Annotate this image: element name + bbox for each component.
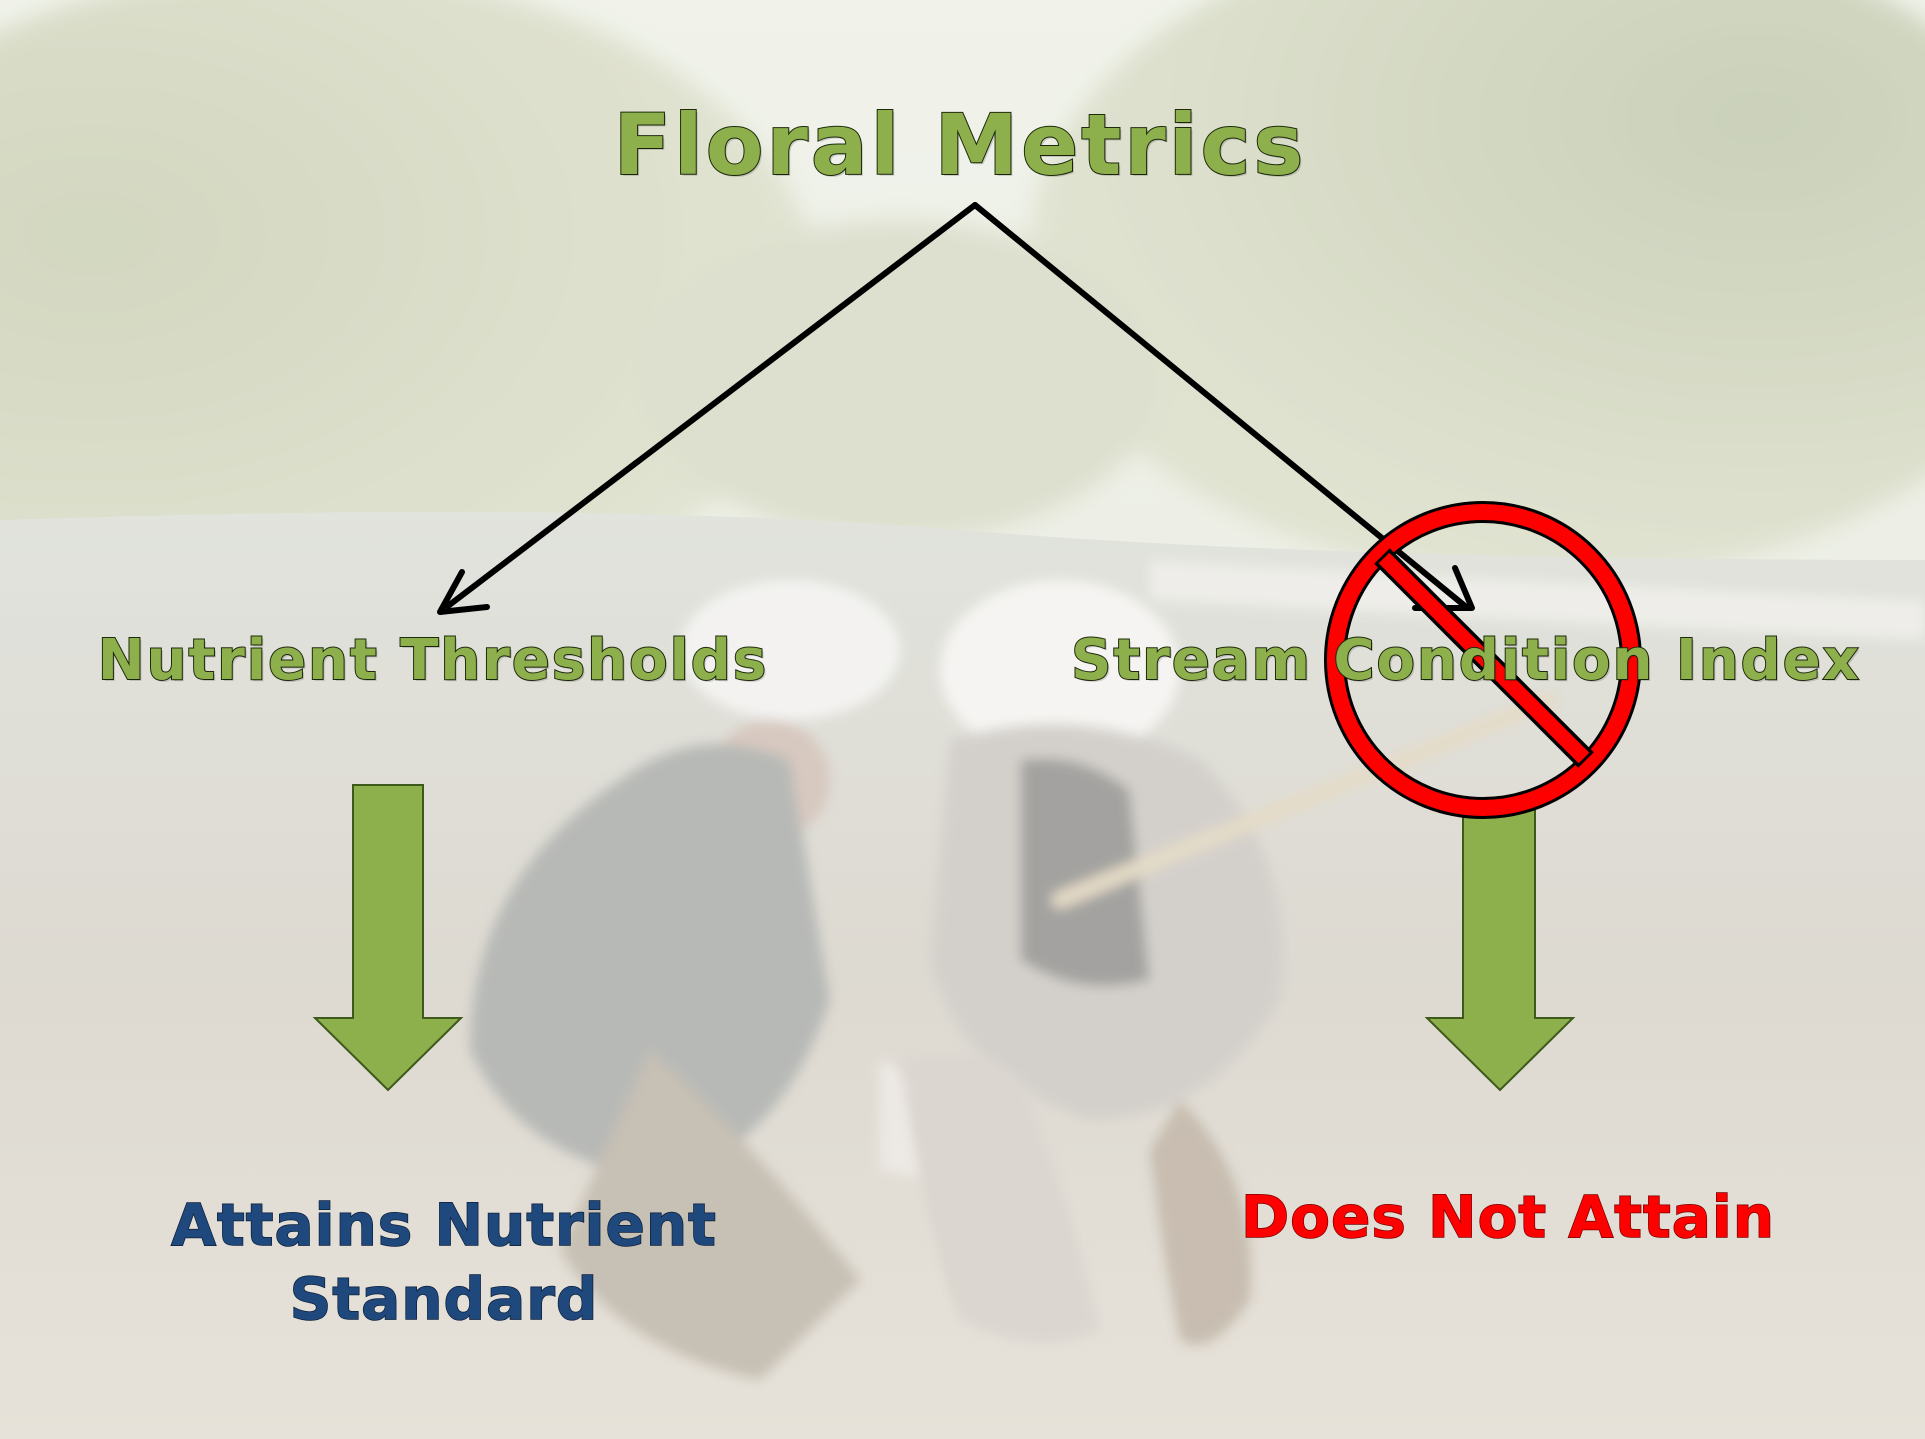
outcome-attains-line2: Standard — [289, 1264, 599, 1334]
net-bag — [900, 1055, 1100, 1343]
outcome-attains: Attains Nutrient Standard — [170, 1188, 717, 1336]
diagram-title: Floral Metrics — [613, 96, 1307, 194]
outcome-does-not-attain: Does Not Attain — [1240, 1183, 1775, 1251]
outcome-attains-line1: Attains Nutrient — [170, 1190, 717, 1260]
node-stream-condition-index: Stream Condition Index — [1070, 628, 1861, 693]
node-nutrient-thresholds: Nutrient Thresholds — [97, 628, 769, 693]
